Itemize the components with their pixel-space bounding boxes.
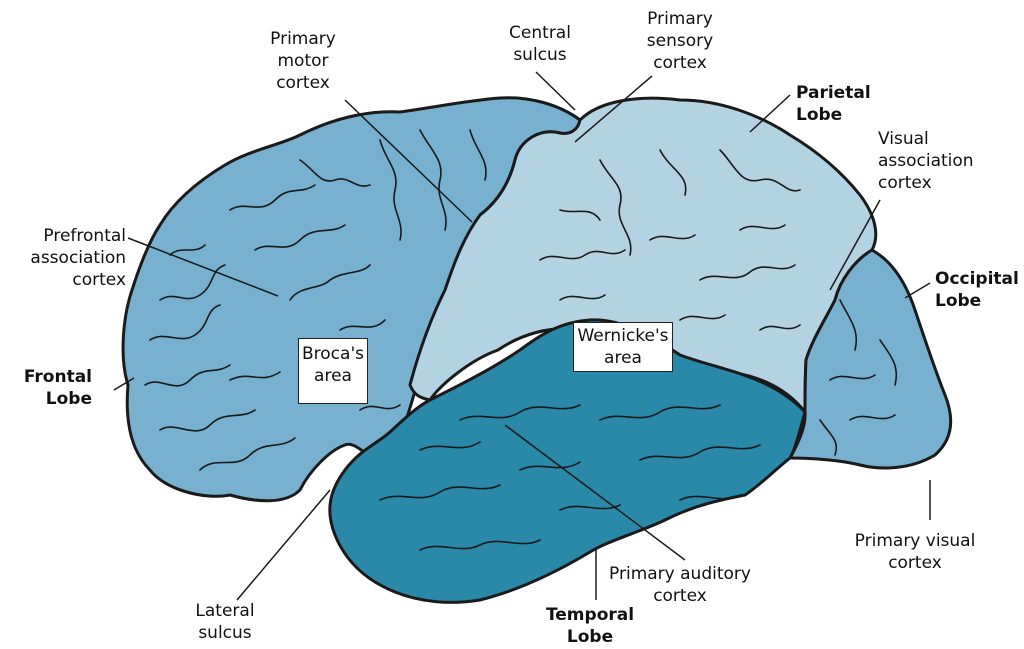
label-frontal-lobe: FrontalLobe xyxy=(10,366,92,410)
label-primary-auditory-cortex: Primary auditorycortex xyxy=(600,563,760,607)
label-lateral-sulcus: Lateralsulcus xyxy=(185,600,265,644)
label-visual-association-cortex: Visualassociationcortex xyxy=(878,128,988,194)
label-occipital-lobe: OccipitalLobe xyxy=(935,268,1023,312)
label-primary-visual-cortex: Primary visualcortex xyxy=(850,530,980,574)
label-primary-motor-cortex: Primarymotorcortex xyxy=(258,28,348,94)
label-primary-sensory-cortex: Primarysensorycortex xyxy=(640,8,720,74)
label-brocas-area: Broca'sarea xyxy=(298,338,368,404)
label-temporal-lobe: TemporalLobe xyxy=(545,604,635,648)
label-wernickes-area: Wernicke'sarea xyxy=(573,322,673,372)
label-prefrontal-association-cortex: Prefrontalassociationcortex xyxy=(8,225,126,291)
label-central-sulcus: Centralsulcus xyxy=(500,22,580,66)
label-parietal-lobe: ParietalLobe xyxy=(796,82,886,126)
